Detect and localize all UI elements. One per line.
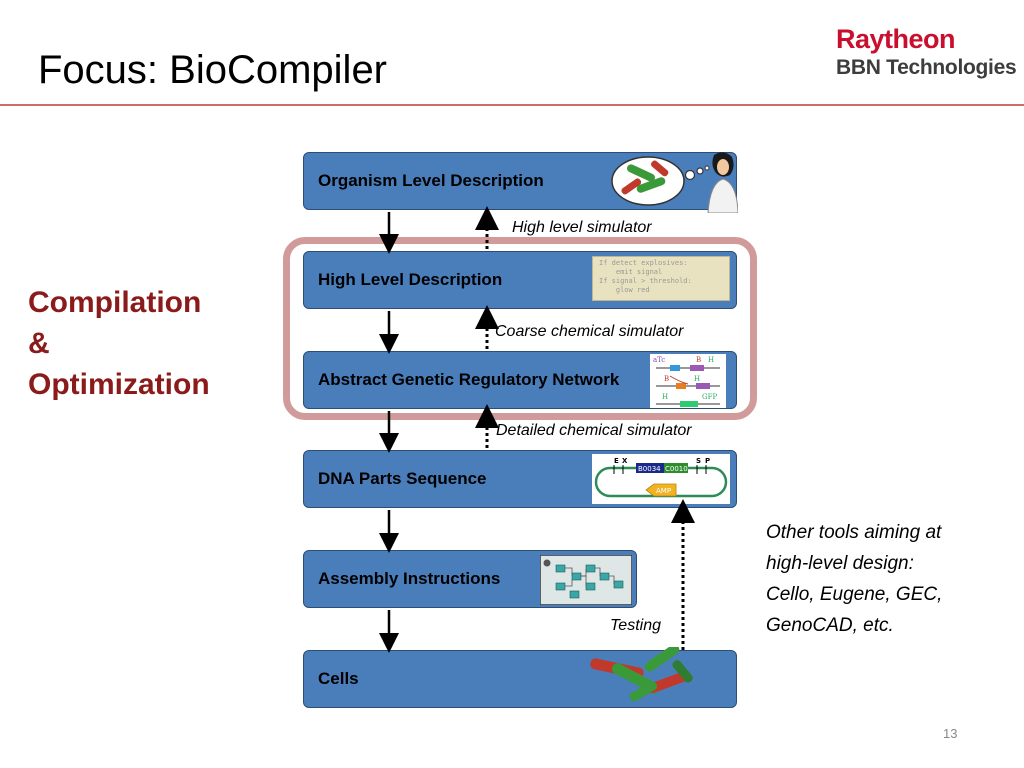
other-tools-line: Other tools aiming at bbox=[766, 522, 942, 543]
stage-label: Organism Level Description bbox=[318, 171, 544, 190]
code-snippet: If detect explosives: emit signal If sig… bbox=[592, 256, 730, 301]
dna-site-label: X bbox=[622, 457, 628, 465]
stage-organism-level: Organism Level Description bbox=[303, 152, 738, 213]
simulator-label: High level simulator bbox=[512, 219, 652, 236]
stage-cells: Cells bbox=[303, 647, 737, 708]
bacteria-icon bbox=[621, 160, 669, 195]
dna-site-label: S bbox=[696, 457, 701, 465]
scientist-thought-bubble-icon bbox=[611, 152, 738, 213]
dna-part-label: B0034 bbox=[638, 465, 661, 473]
testing-label: Testing bbox=[610, 617, 661, 634]
stage-assembly-instructions: Assembly Instructions bbox=[303, 550, 637, 608]
grn-label: H bbox=[708, 356, 714, 364]
stage-dna-parts: DNA Parts Sequence E X S P B0034 C0010 A… bbox=[303, 450, 737, 508]
other-tools-line: Cello, Eugene, GEC, bbox=[766, 584, 943, 605]
scientist-icon bbox=[707, 152, 738, 213]
bbn-technologies-logo: BBN Technologies bbox=[836, 56, 1017, 79]
compilation-highlight-frame bbox=[283, 237, 757, 420]
dna-site-label: P bbox=[705, 457, 710, 465]
simulator-label: Detailed chemical simulator bbox=[496, 422, 692, 439]
grn-label: H bbox=[662, 393, 668, 401]
page-number: 13 bbox=[943, 726, 958, 741]
grn-label: aTc bbox=[653, 356, 665, 364]
grn-label: GFP bbox=[702, 393, 717, 401]
dna-site-label: E bbox=[614, 457, 619, 465]
assembly-protocol-icon bbox=[540, 555, 632, 605]
stage-label: Assembly Instructions bbox=[318, 569, 501, 588]
other-tools-line: GenoCAD, etc. bbox=[766, 615, 894, 636]
stage-abstract-grn: Abstract Genetic Regulatory Network aTc … bbox=[303, 351, 737, 409]
compilation-optimization-label: Compilation & Optimization bbox=[28, 282, 210, 405]
side-label-line: & bbox=[28, 327, 50, 360]
gene-network-diagram-icon: aTc B H B H H GFP bbox=[650, 354, 726, 408]
page-title: Focus: BioCompiler bbox=[38, 48, 388, 92]
plasmid-diagram-icon: E X S P B0034 C0010 AMP bbox=[592, 454, 730, 504]
dna-part-label: AMP bbox=[656, 487, 671, 495]
header-divider bbox=[0, 104, 1024, 106]
stage-label: Abstract Genetic Regulatory Network bbox=[318, 370, 620, 389]
other-tools-note: Other tools aiming at high-level design:… bbox=[766, 517, 1006, 641]
up-dotted-arrow bbox=[475, 206, 695, 650]
raytheon-logo: Raytheon bbox=[836, 24, 956, 54]
side-label-line: Compilation bbox=[28, 286, 202, 319]
dna-part-label: C0010 bbox=[665, 465, 688, 473]
grn-label: H bbox=[694, 375, 700, 383]
bacteria-cells-icon bbox=[590, 647, 693, 702]
grn-label: B bbox=[696, 356, 701, 364]
side-label-line: Optimization bbox=[28, 368, 210, 401]
stage-label: High Level Description bbox=[318, 270, 503, 289]
simulator-label: Coarse chemical simulator bbox=[495, 323, 684, 340]
grn-label: B bbox=[664, 375, 669, 383]
stage-label: DNA Parts Sequence bbox=[318, 469, 487, 488]
stage-label: Cells bbox=[318, 669, 359, 688]
other-tools-line: high-level design: bbox=[766, 553, 914, 574]
